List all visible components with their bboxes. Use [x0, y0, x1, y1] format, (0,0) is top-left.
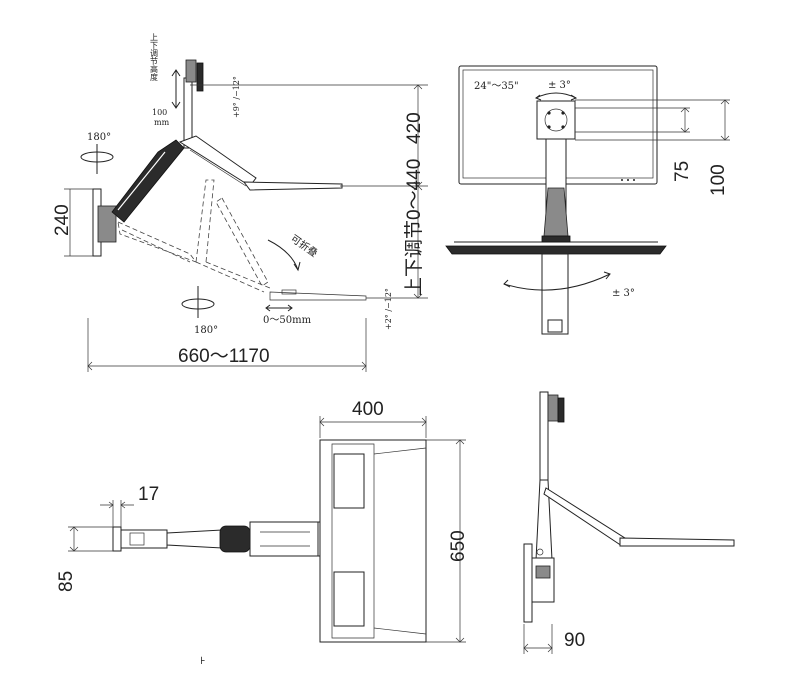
- keyboard-tray-lower: [269, 291, 367, 301]
- slide-label: 0～50mm: [263, 315, 312, 326]
- upper-gas-arm: [111, 139, 185, 223]
- top-view: 400 650 17 85 ⊦: [56, 399, 469, 667]
- height-adjust-label: 上下调节高度: [150, 33, 159, 82]
- dim-tray-depth: 650: [448, 530, 469, 562]
- front-view: 24"～35" ± 3° ± 3° 75 100: [445, 65, 730, 335]
- dim-vesa-75: 75: [672, 161, 693, 182]
- fold-label: 可折叠: [288, 232, 320, 260]
- lower-arm-ghost: [117, 221, 198, 263]
- tray-rotation-label: ± 3°: [612, 288, 635, 299]
- dim-plate-width: 85: [56, 571, 77, 592]
- side-view-2: 90: [523, 391, 735, 654]
- screen-size-label: 24"～35": [474, 81, 519, 92]
- keyboard-arm-upper: [178, 135, 257, 187]
- keyboard-tray-upper: [242, 181, 343, 191]
- dim-wall-plate: 240: [52, 204, 73, 236]
- dim-tray-width: 400: [352, 399, 384, 420]
- height-adjust-unit: mm: [154, 118, 170, 127]
- side-view: 180° 180° 上下调节高度 100 mm +9° /−12° +2° /−…: [52, 33, 428, 372]
- height-adjust-value: 100: [152, 108, 167, 117]
- tray-front: [445, 245, 667, 255]
- dim-arm-height: 420: [404, 112, 425, 144]
- dim-tray-adjust: 上下调节0～440: [403, 159, 425, 296]
- rotation-bottom-label: 180°: [194, 325, 218, 336]
- dim-reach: 660～1170: [178, 346, 270, 367]
- dim-plate-depth: 17: [138, 484, 159, 505]
- monitor-tilt-label: +9° /−12°: [232, 76, 241, 118]
- top-wall-plate: [112, 526, 122, 552]
- vesa-plate: [536, 100, 576, 140]
- dim-offset: 90: [564, 630, 585, 651]
- dim-vesa-100: 100: [708, 164, 729, 196]
- top-arm: [166, 529, 223, 549]
- tray-tilt-label: +2° /−12°: [384, 288, 393, 330]
- rotation-top-label: 180°: [87, 132, 111, 143]
- page-mark: ⊦: [200, 656, 206, 667]
- monitor-rotation-label: ± 3°: [548, 80, 571, 91]
